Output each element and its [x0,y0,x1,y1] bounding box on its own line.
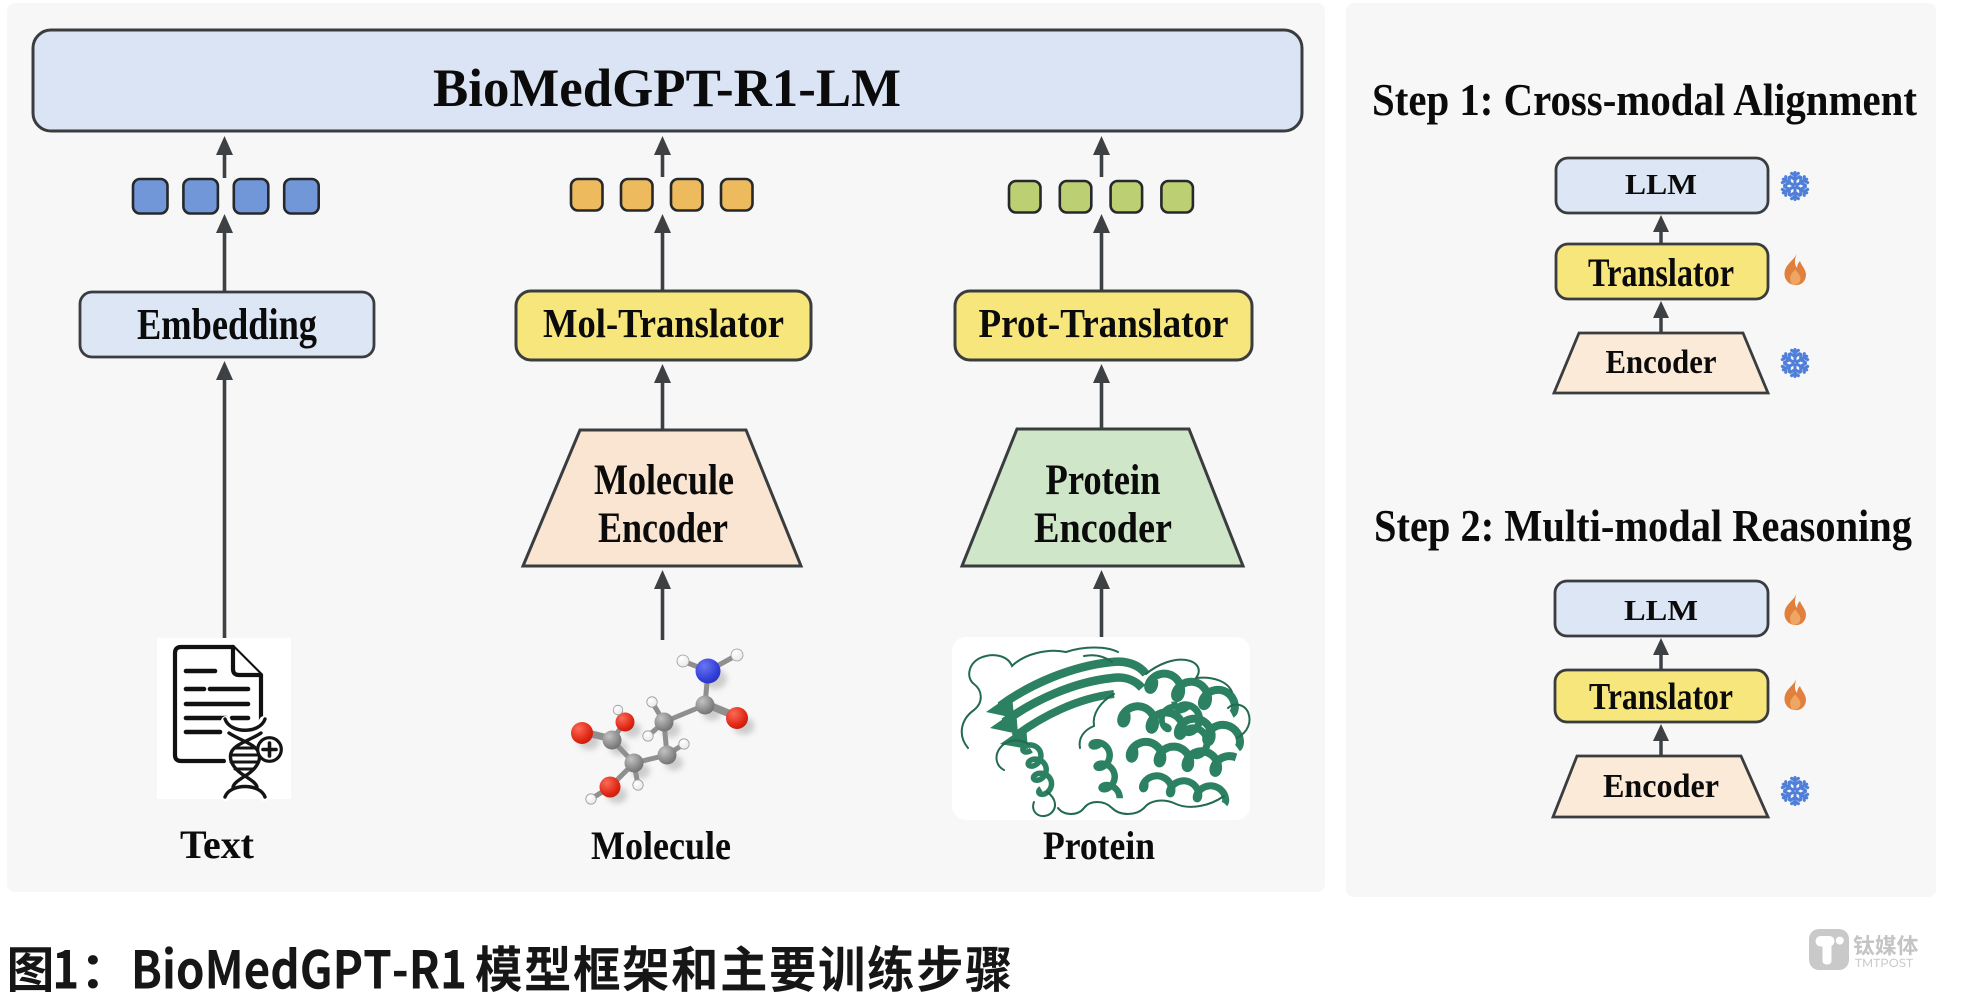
svg-text:Embedding: Embedding [137,300,317,349]
svg-text:Protein: Protein [1046,457,1161,504]
svg-text:Encoder: Encoder [1034,505,1172,552]
svg-text:Step 2: Multi-modal Reasoning: Step 2: Multi-modal Reasoning [1374,501,1912,551]
svg-text:Prot-Translator: Prot-Translator [979,300,1229,346]
svg-text:Step 1: Cross-modal Alignment: Step 1: Cross-modal Alignment [1372,75,1917,125]
svg-text:Protein: Protein [1043,823,1155,868]
svg-text:Mol-Translator: Mol-Translator [543,300,784,346]
svg-text:Text: Text [180,822,255,867]
svg-text:LLM: LLM [1625,170,1697,201]
svg-text:Translator: Translator [1589,676,1733,718]
svg-text:Molecule: Molecule [591,823,731,868]
svg-text:Encoder: Encoder [1603,768,1719,805]
svg-text:Encoder: Encoder [1606,344,1717,381]
svg-text:BioMedGPT-R1-LM: BioMedGPT-R1-LM [433,58,901,118]
svg-text:Encoder: Encoder [598,505,728,552]
svg-text:Molecule: Molecule [594,457,734,504]
svg-text:LLM: LLM [1624,596,1698,627]
svg-text:Translator: Translator [1588,250,1734,295]
